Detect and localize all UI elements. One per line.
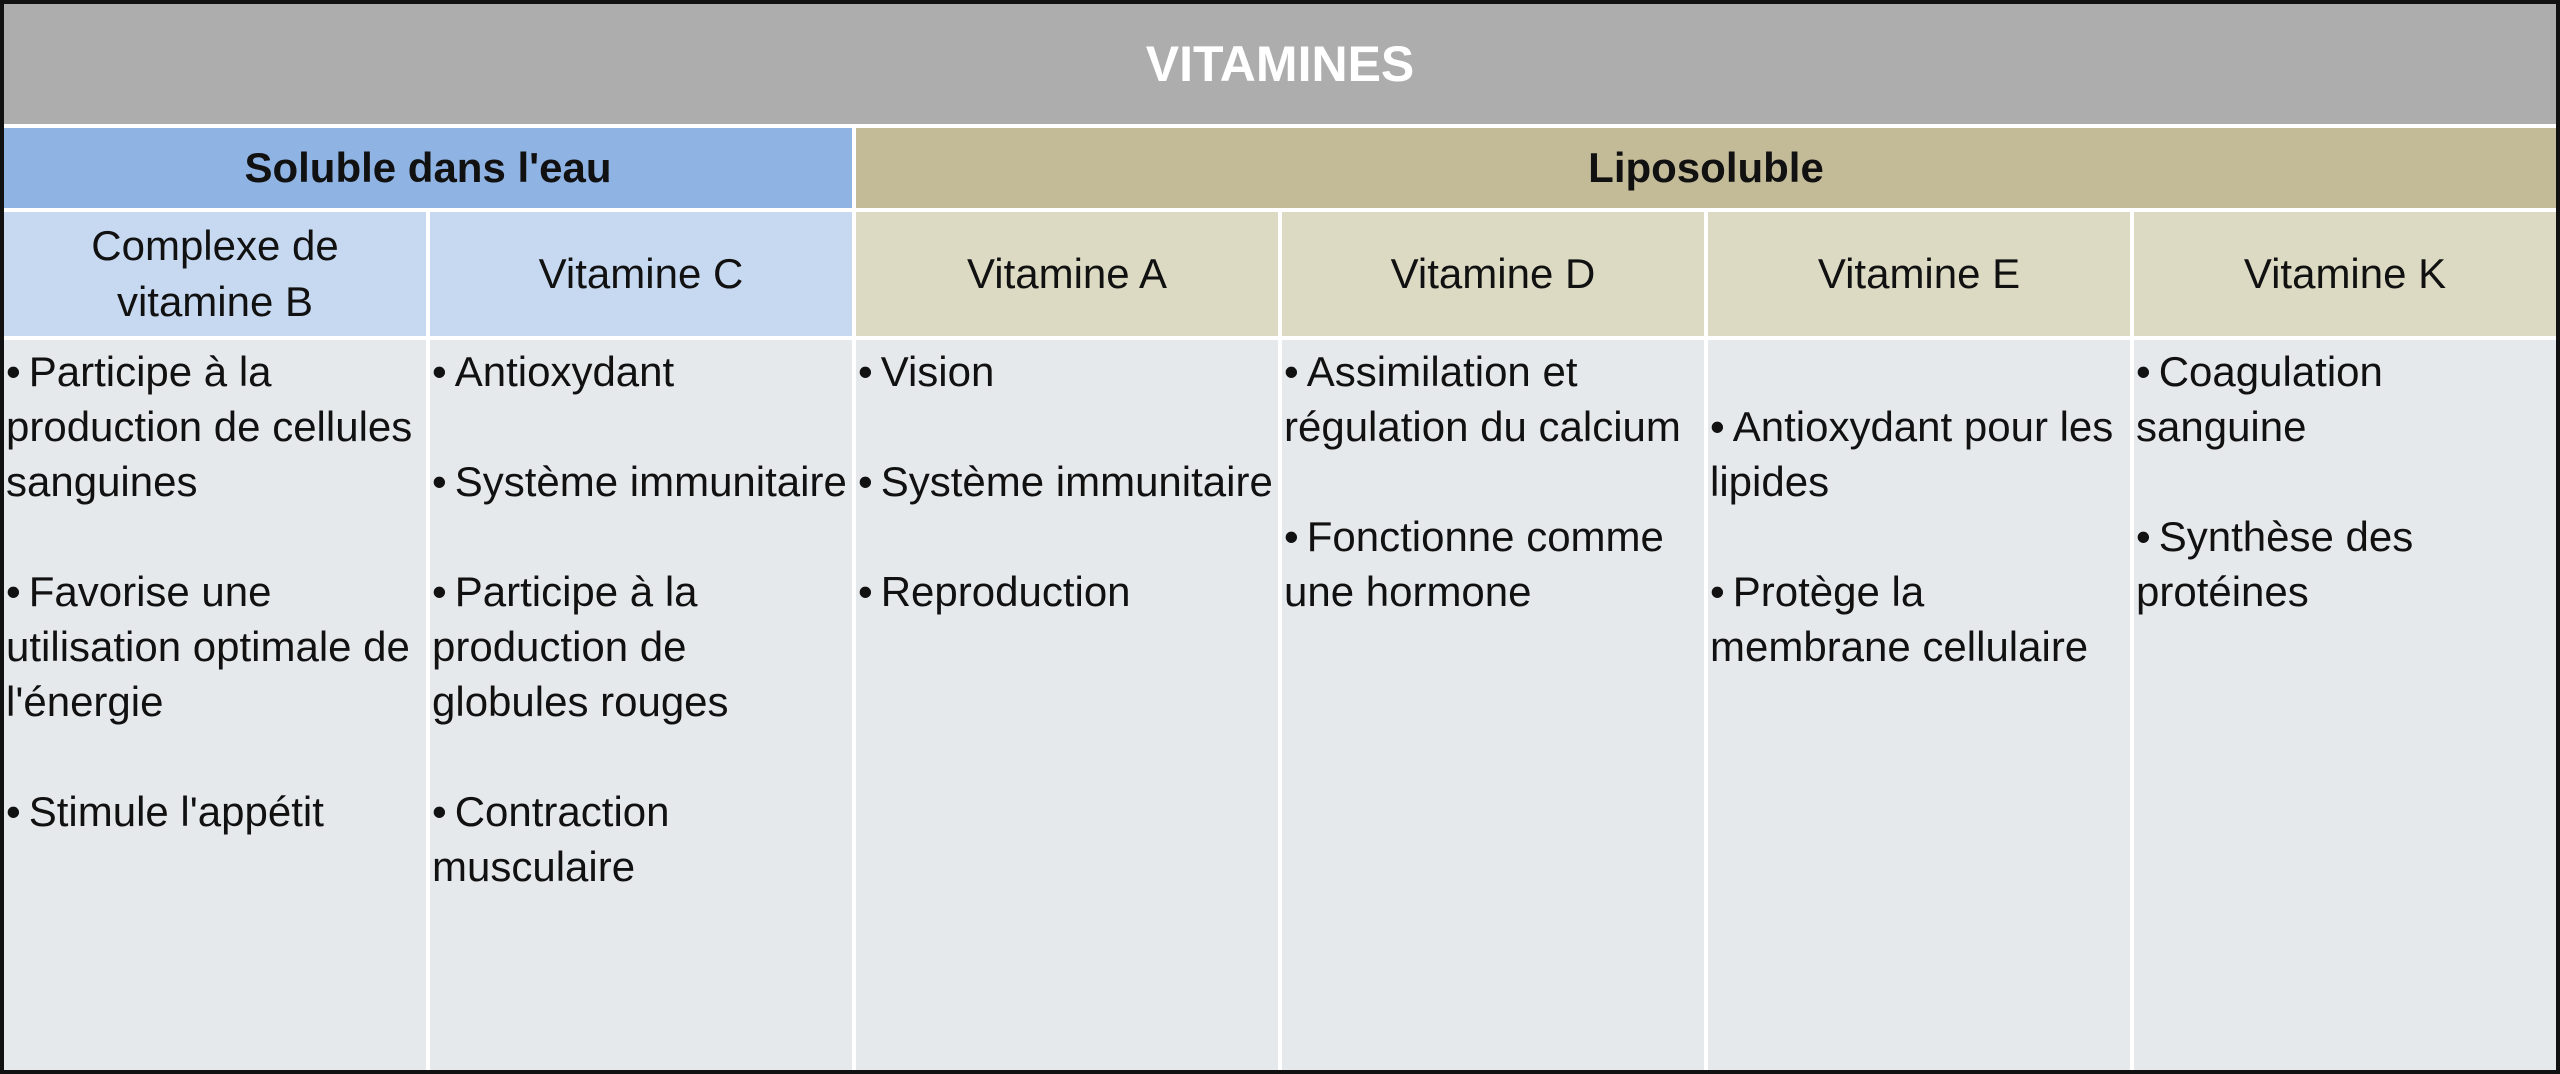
column-body-vitamin-c: •Antioxydant •Système immunitaire •Parti… [430,340,852,1070]
bullet-icon: • [2136,513,2151,560]
bullet-icon: • [858,348,873,395]
column-body-vitamin-e: •Antioxydant pour les lipides •Protège l… [1708,340,2130,1070]
bullet-icon: • [432,458,447,505]
column-header-vitamin-b: Complexe de vitamine B [4,212,426,336]
list-item: •Coagulation sanguine [2136,348,2383,450]
bullet-icon: • [1284,513,1299,560]
bullet-icon: • [1284,348,1299,395]
column-body-vitamin-b: •Participe à la production de cellules s… [4,340,426,1070]
column-header-vitamin-e: Vitamine E [1708,212,2130,336]
bullet-icon: • [858,568,873,615]
bullet-icon: • [1710,403,1725,450]
list-item: •Protège la membrane cellulaire [1710,568,2089,670]
list-item: •Assimilation et régulation du calcium [1284,348,1681,450]
list-item: •Participe à la production de cellules s… [6,348,413,505]
list-item: •Vision [858,348,995,395]
list-item: •Reproduction [858,568,1131,615]
bullet-icon: • [2136,348,2151,395]
bullet-icon: • [6,788,21,835]
bullet-icon: • [6,568,21,615]
column-header-vitamin-a: Vitamine A [856,212,1278,336]
group-fat-soluble: Liposoluble [856,128,2556,208]
list-item: •Contraction musculaire [432,788,670,890]
list-item: •Fonctionne comme une hormone [1284,513,1664,615]
table-title: VITAMINES [4,4,2556,124]
bullet-icon: • [432,788,447,835]
list-item: •Antioxydant [432,348,675,395]
bullet-icon: • [1710,568,1725,615]
list-item: •Participe à la production de globules r… [432,568,729,725]
list-item: •Antioxydant pour les lipides [1710,403,2114,505]
column-body-vitamin-k: •Coagulation sanguine •Synthèse des prot… [2134,340,2556,1070]
column-body-vitamin-a: •Vision •Système immunitaire •Reproducti… [856,340,1278,1070]
group-water-soluble: Soluble dans l'eau [4,128,852,208]
list-item: •Synthèse des protéines [2136,513,2414,615]
column-header-vitamin-c: Vitamine C [430,212,852,336]
list-item: •Système immunitaire [858,458,1273,505]
bullet-icon: • [6,348,21,395]
bullet-icon: • [432,348,447,395]
list-item: •Favorise une utilisation optimale de l'… [6,568,410,725]
column-header-vitamin-d: Vitamine D [1282,212,1704,336]
bullet-icon: • [858,458,873,505]
bullet-icon: • [432,568,447,615]
column-header-vitamin-k: Vitamine K [2134,212,2556,336]
table-grid: VITAMINES Soluble dans l'eau Liposoluble… [4,4,2556,1070]
list-item: •Stimule l'appétit [6,788,324,835]
column-body-vitamin-d: •Assimilation et régulation du calcium •… [1282,340,1704,1070]
list-item: •Système immunitaire [432,458,847,505]
